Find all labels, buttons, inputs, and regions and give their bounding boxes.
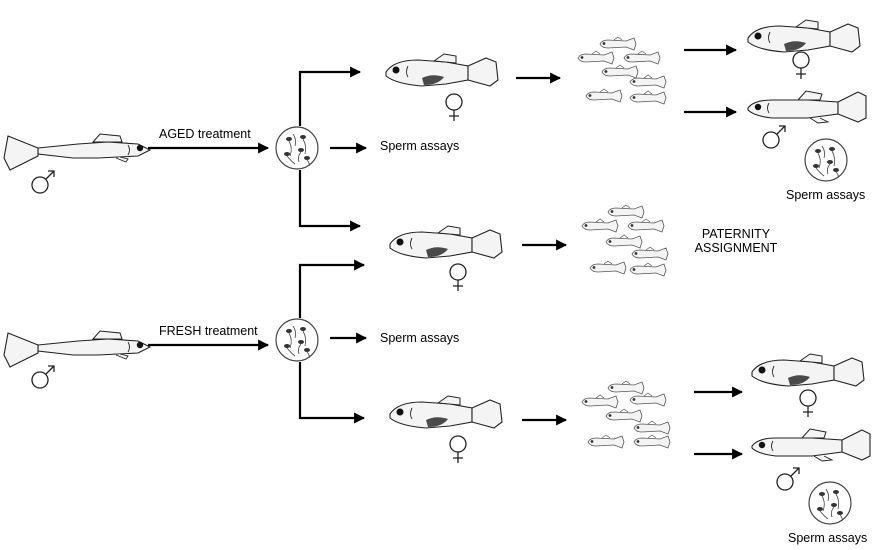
sperm-assays-label-right-bottom: Sperm assays	[788, 531, 868, 545]
offspring-cluster-3	[581, 380, 671, 449]
female-symbol	[792, 51, 817, 417]
offspring-cluster-2	[581, 204, 669, 277]
female-fish-2	[389, 225, 503, 259]
sperm-assays-label-right-top: Sperm assays	[786, 188, 866, 202]
aged-sperm-circle	[275, 126, 319, 170]
fresh-male-fish	[3, 330, 151, 368]
offspring-male-2	[751, 428, 871, 462]
aged-lower-branch	[298, 170, 362, 232]
sperm-assays-label-aged: Sperm assays	[380, 139, 460, 153]
offspring-male-1	[747, 90, 867, 124]
female-symbol	[445, 93, 467, 463]
aged-treatment-label: AGED treatment	[159, 127, 251, 141]
fresh-lower-branch	[298, 362, 366, 424]
female-fish-1	[385, 53, 499, 87]
fresh-sperm-circle-right	[808, 481, 852, 525]
offspring-cluster-1	[577, 36, 667, 105]
aged-upper-branch	[298, 66, 362, 126]
fresh-upper-branch	[298, 259, 366, 318]
aged-sperm-circle-right	[804, 138, 848, 182]
aged-male-fish	[3, 133, 151, 171]
fresh-sperm-circle	[275, 318, 319, 362]
male-symbol	[762, 125, 800, 491]
fresh-treatment-label: FRESH treatment	[159, 324, 258, 338]
offspring-female-1	[747, 19, 861, 53]
paternity-line-1: PATERNITY	[701, 227, 771, 241]
male-symbol	[31, 170, 55, 389]
female-fish-3	[389, 395, 503, 429]
paternity-assignment-label: PATERNITY ASSIGNMENT	[686, 227, 786, 255]
sperm-assays-label-fresh: Sperm assays	[380, 331, 460, 345]
offspring-female-2	[751, 353, 865, 387]
paternity-line-2: ASSIGNMENT	[694, 241, 778, 255]
